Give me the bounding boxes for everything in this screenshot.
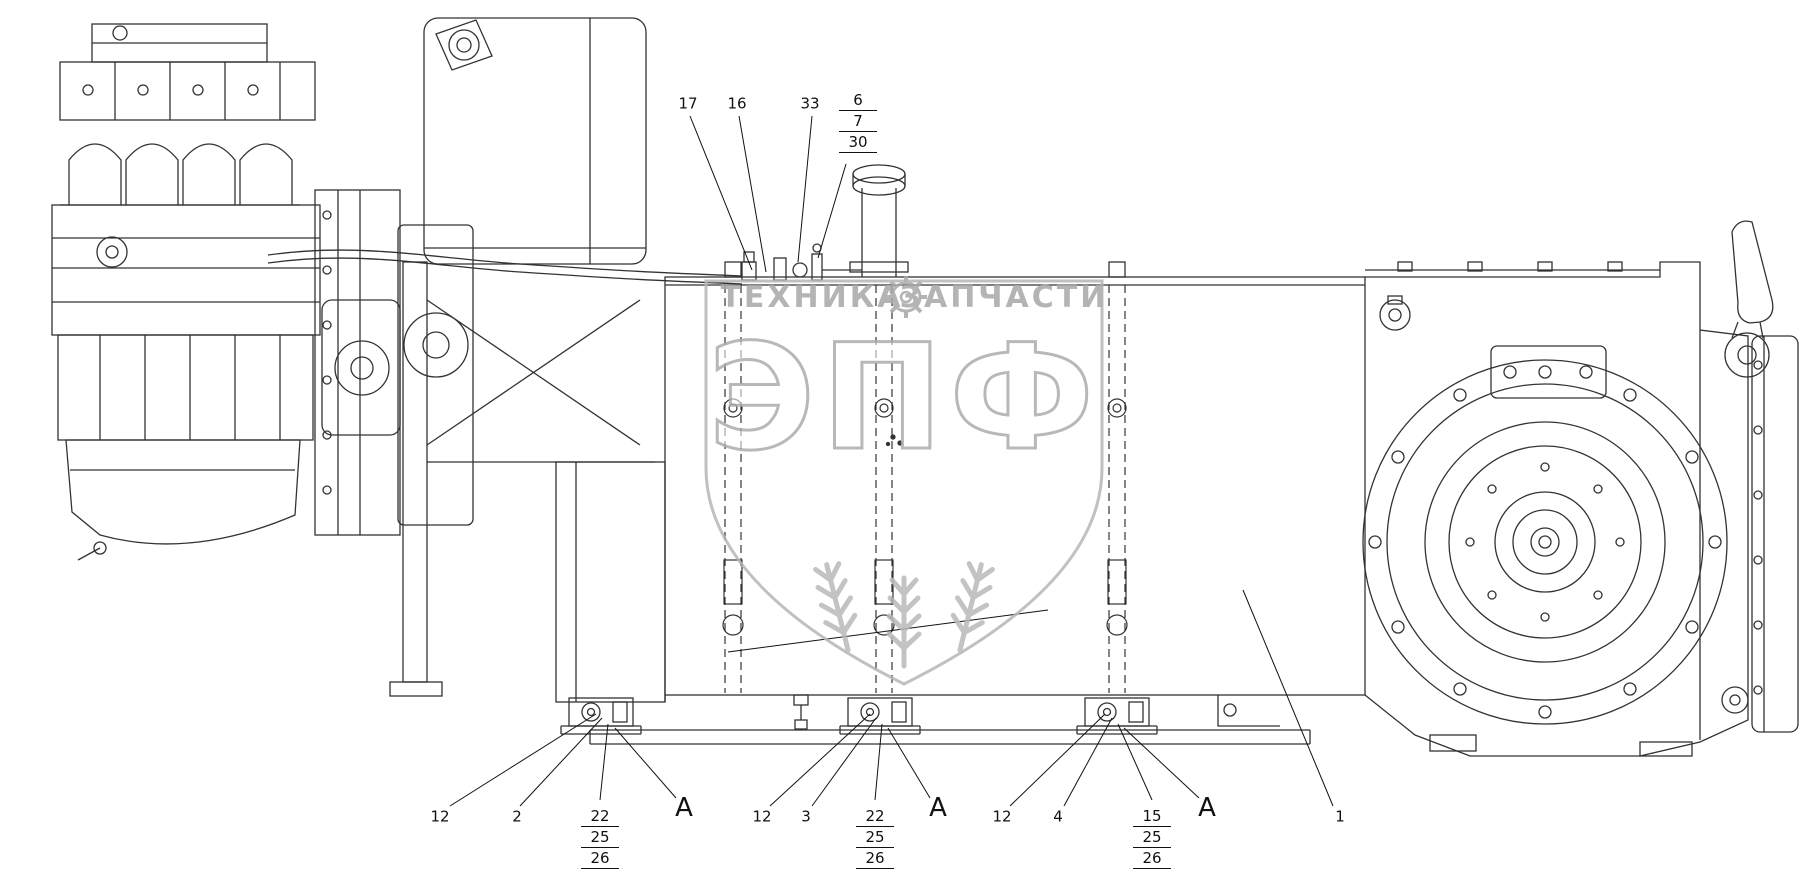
- watermark-banner-left: ТЕХНИКА: [720, 280, 903, 315]
- callout-25-g3[interactable]: 25: [1133, 827, 1171, 848]
- watermark-brand: ЭПФ: [708, 313, 1100, 483]
- strap-1: [722, 285, 744, 693]
- filler-neck: [849, 164, 909, 277]
- callout-2[interactable]: 2: [512, 807, 522, 826]
- mounting-bracket-1: [560, 697, 642, 735]
- callout-4[interactable]: 4: [1053, 807, 1063, 826]
- strap-2: [873, 285, 895, 693]
- callout-25-g2[interactable]: 25: [856, 827, 894, 848]
- tank-straps: [722, 285, 1128, 693]
- callout-30[interactable]: 30: [839, 132, 877, 153]
- callout-26-g1[interactable]: 26: [581, 848, 619, 869]
- callout-stack-22-25-26-g1: 22 25 26: [581, 806, 619, 869]
- section-label-a-1[interactable]: A: [675, 793, 693, 823]
- flywheel-housing-circle: [1362, 359, 1728, 725]
- callout-22-g2[interactable]: 22: [856, 806, 894, 827]
- engine-assembly: [51, 23, 474, 561]
- callout-26-g2[interactable]: 26: [856, 848, 894, 869]
- leader-lines: [449, 115, 1334, 807]
- callout-1[interactable]: 1: [1335, 807, 1345, 826]
- gear-lever: [1724, 220, 1774, 378]
- callout-33[interactable]: 33: [800, 94, 820, 113]
- callout-6[interactable]: 6: [839, 90, 877, 111]
- section-label-a-2[interactable]: A: [929, 793, 947, 823]
- mounting-bracket-3: [1076, 697, 1158, 735]
- callout-12-g2[interactable]: 12: [752, 807, 772, 826]
- callout-3[interactable]: 3: [801, 807, 811, 826]
- support-frame: [389, 261, 655, 697]
- transmission-assembly: [1362, 220, 1799, 757]
- callout-12-g1[interactable]: 12: [430, 807, 450, 826]
- callout-stack-6-7-30: 6 7 30: [839, 90, 877, 153]
- wheat-ears: [813, 561, 995, 669]
- callout-7[interactable]: 7: [839, 111, 877, 132]
- callout-22-g1[interactable]: 22: [581, 806, 619, 827]
- watermark: ТЕХНИКА ЗАПЧАСТИ ЭПФ: [704, 276, 1109, 686]
- section-label-a-3[interactable]: A: [1198, 793, 1216, 823]
- wheat-ear-center: [886, 575, 922, 669]
- gear-icon: [885, 276, 927, 318]
- watermark-banner-right: ЗАПЧАСТИ: [900, 280, 1109, 315]
- wheat-ear-left: [813, 561, 858, 653]
- strap-3: [1106, 285, 1128, 693]
- oil-tank: [423, 17, 647, 265]
- callout-16[interactable]: 16: [727, 94, 747, 113]
- mounting-brackets: [560, 697, 1158, 735]
- fuel-tank: [555, 261, 1366, 745]
- mounting-bracket-2: [839, 697, 921, 735]
- watermark-shield: [704, 279, 1104, 686]
- callout-15[interactable]: 15: [1133, 806, 1171, 827]
- callout-25-g1[interactable]: 25: [581, 827, 619, 848]
- wheat-ear-right: [950, 561, 995, 653]
- callout-stack-15-25-26: 15 25 26: [1133, 806, 1171, 869]
- callout-12-g3[interactable]: 12: [992, 807, 1012, 826]
- callout-stack-22-25-26-g2: 22 25 26: [856, 806, 894, 869]
- callout-17[interactable]: 17: [678, 94, 698, 113]
- callout-26-g3[interactable]: 26: [1133, 848, 1171, 869]
